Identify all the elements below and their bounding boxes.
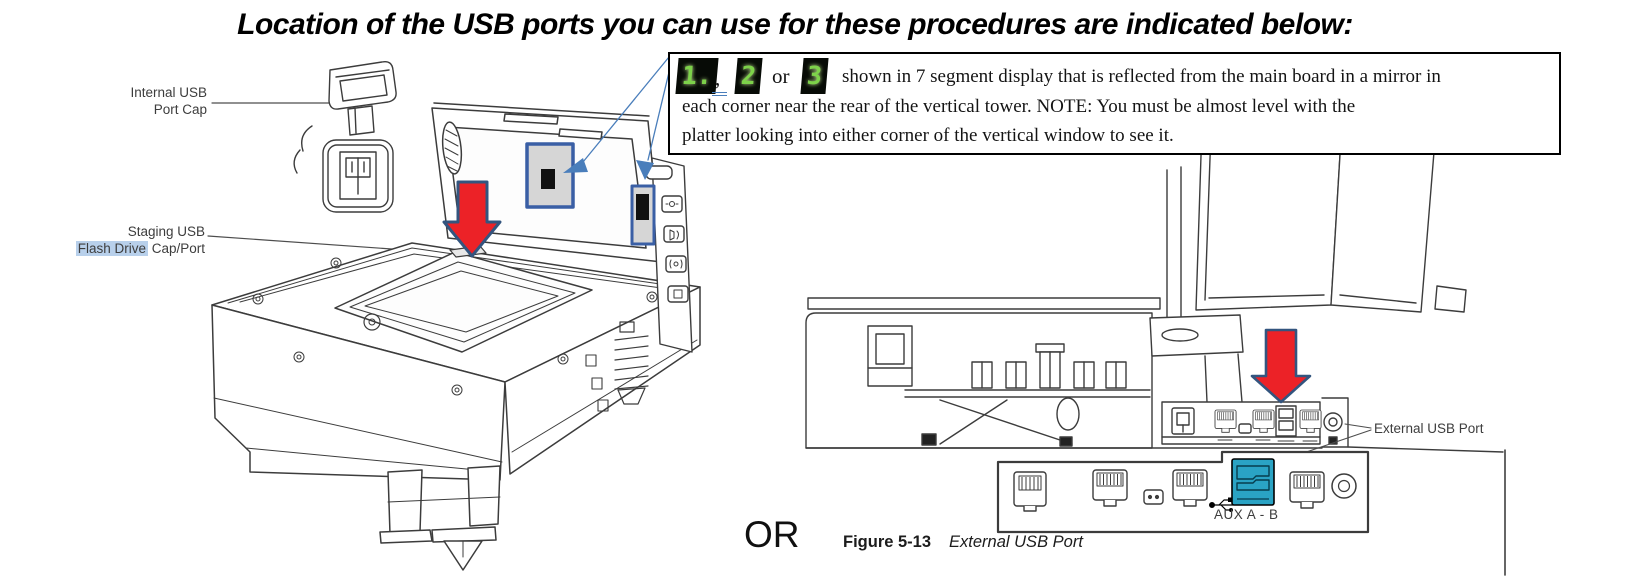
red-arrow-external-usb: [1250, 328, 1312, 404]
internal-usb-port-cap-label: Internal USB Port Cap: [130, 85, 207, 117]
or-separator-label: OR: [744, 514, 800, 555]
staging-usb-label: Staging USB Flash Drive Cap/Port: [75, 224, 205, 256]
aux-a-b-label: AUX A - B: [1214, 507, 1279, 522]
usb-cap-illustration: [293, 60, 397, 213]
usb-symbol-icon: [1208, 497, 1233, 512]
figure-number: Figure 5-13: [843, 533, 932, 551]
info-text-line-3: platter looking into either corner of th…: [682, 125, 1174, 146]
page-title: Location of the USB ports you can use fo…: [237, 8, 1353, 41]
figure-title: External USB Port: [949, 533, 1083, 551]
leveling-screw-coil: [614, 321, 649, 405]
side-view-usb-stack: [1275, 405, 1297, 437]
seven-segment-info-box: 1. , 2 or 3 shown in 7 segment display t…: [668, 52, 1561, 155]
figure-caption: Figure 5-13 External USB Port: [843, 533, 1083, 552]
flash-drive-highlighted-text: Flash Drive: [75, 241, 148, 256]
segment-display-digit-2: 2: [734, 58, 763, 94]
blue-pointer-arrows: [563, 56, 671, 180]
rj11-port: [1013, 471, 1047, 512]
screw-details: [252, 257, 658, 396]
rj45-port-1: [1092, 469, 1128, 507]
aux-usb-ports-highlighted: [1231, 458, 1275, 506]
display-location-frame-right: [630, 184, 656, 246]
segment-display-digit-3: 3: [800, 58, 829, 94]
display-location-frame-left: [525, 142, 575, 209]
mini-connector: [1143, 489, 1164, 505]
rj45-port-3: [1289, 471, 1325, 509]
scanner-base: [211, 242, 701, 571]
or-word: or: [772, 64, 790, 88]
side-view-port-row: [1161, 397, 1349, 448]
cable-clamps: [971, 343, 1127, 389]
red-arrow-staging-port: [442, 180, 502, 258]
comma-separator: ,: [712, 66, 728, 96]
info-text-line-2: each corner near the rear of the vertica…: [682, 96, 1356, 117]
external-port-detail-panel: [996, 450, 1370, 534]
external-usb-port-label: External USB Port: [1374, 421, 1484, 436]
tower-button-panel: [645, 157, 693, 353]
info-text-line-1: shown in 7 segment display that is refle…: [842, 66, 1441, 87]
scanner-isometric-diagram: [207, 56, 701, 571]
rj45-port-2: [1172, 469, 1208, 507]
